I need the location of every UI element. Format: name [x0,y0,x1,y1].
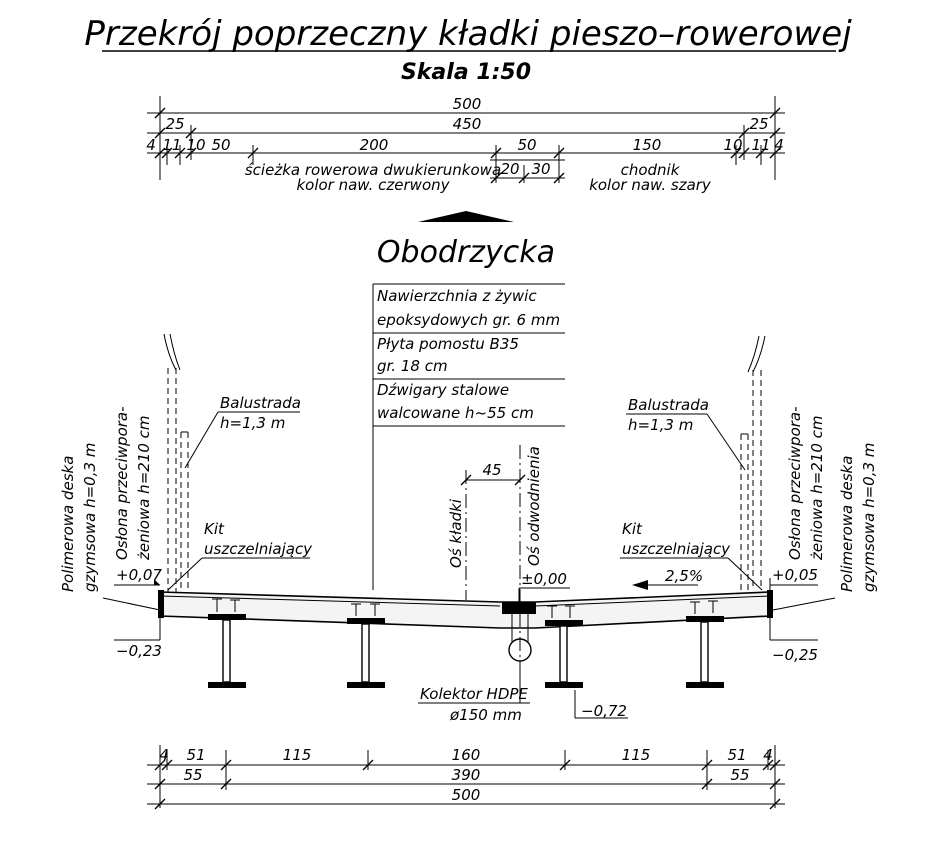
balustrade-right-height: h=1,3 m [628,416,693,434]
level-marker-right-top [769,578,818,592]
dim-top-10-right: 10 [723,136,742,154]
dim-bottom-51-left: 51 [186,746,205,764]
sealant-left-label2: uszczelniający [204,540,313,558]
dim-bottom-51-right: 51 [727,746,746,764]
street-name: Obodrzycka [377,235,555,270]
dim-top-10-left: 10 [186,136,205,154]
bike-lane-label: ścieżka rowerowa dwukierunkowa [245,161,501,179]
screen-right-label2: żeniowa h=210 cm [808,415,826,561]
dim-top-30: 30 [531,160,550,178]
dim-bottom-55-right: 55 [730,766,749,784]
dim-bottom-160: 160 [452,746,481,764]
steel-girder-1 [208,614,246,688]
dim-bottom-115-right: 115 [622,746,651,764]
dim-bottom-4-left: 4 [159,746,169,764]
sealant-left-label1: Kit [204,520,225,538]
screen-right-label1: Osłona przeciwpora- [786,406,804,560]
sealant-right-label2: uszczelniający [622,540,731,558]
sidewalk-label: chodnik [621,161,681,179]
level-right-top: +0,05 [772,566,818,584]
layer-slab-line2: gr. 18 cm [377,357,448,375]
right-railing [740,335,766,590]
screen-left-label2: żeniowa h=210 cm [135,415,153,561]
dim-bottom-4-right: 4 [763,746,773,764]
dim-top-25-left: 25 [165,115,184,133]
scale-label: Skala 1:50 [401,60,531,85]
drain-axis-label: Oś odwodnienia [525,446,543,566]
dim-top-50-left: 50 [211,136,230,154]
deck-board-right-label2: gzymsowa h=0,3 m [860,443,878,592]
edge-board-right [767,590,773,618]
steel-girder-4 [686,616,724,688]
level-left-top: +0,07 [116,566,162,584]
balustrade-left-height: h=1,3 m [220,414,285,432]
level-center: ±0,00 [521,570,567,588]
layer-girders-line2: walcowane h~55 cm [377,404,534,422]
drawing-title: Przekrój poprzeczny kładki pieszo–rowero… [84,14,852,54]
deck-board-right-label1: Polimerowa deska [838,456,856,592]
dim-top-200: 200 [360,136,389,154]
balustrade-right-label: Balustrada [628,396,709,414]
level-collector: −0,72 [581,702,627,720]
bridge-axis-label: Oś kładki [447,498,465,568]
dim-top-20: 20 [500,160,519,178]
dim-bottom-390: 390 [452,766,481,784]
dim-top-4-right: 4 [774,136,784,154]
edge-board-left [158,590,164,618]
level-marker-left-top [114,579,160,586]
deck-bolts [212,598,718,618]
left-railing [163,333,189,592]
axis-offset-value: 45 [482,461,501,479]
slope-value: 2,5% [665,567,703,585]
dim-top-25-right: 25 [749,115,768,133]
collector-label1: Kolektor HDPE [420,685,528,703]
level-left-bottom: −0,23 [116,642,162,660]
slope-arrow-icon [632,580,698,590]
level-marker-center [518,587,570,602]
balustrade-left-label: Balustrada [220,394,301,412]
layer-callout-frame [372,283,565,590]
bottom-dimension-chain [147,745,785,810]
dim-top-11-right: 11 [751,136,770,154]
dim-top-450: 450 [453,115,482,133]
screen-left-label1: Osłona przeciwpora- [113,406,131,560]
dim-top-150: 150 [633,136,662,154]
layer-slab-line1: Płyta pomostu B35 [377,335,519,353]
dim-bottom-500: 500 [452,786,481,804]
level-marker-left-bottom [114,616,161,641]
dim-top-500: 500 [453,95,482,113]
steel-girder-2 [347,618,385,688]
dim-top-50-mid: 50 [517,136,536,154]
collector-label2: ø150 mm [449,706,522,724]
layer-surface-line1: Nawierzchnia z żywic [377,287,537,305]
bike-lane-color: kolor naw. czerwony [296,176,450,194]
layer-surface-line2: epoksydowych gr. 6 mm [377,311,560,329]
layer-girders-line1: Dźwigary stalowe [377,381,509,399]
deck-board-left-label1: Polimerowa deska [59,456,77,592]
dim-bottom-115-left: 115 [283,746,312,764]
direction-arrow-icon [418,211,514,222]
steel-girder-3 [545,620,583,688]
level-marker-collector [574,690,628,719]
dim-top-4-left: 4 [146,136,156,154]
dim-top-11-left: 11 [162,136,181,154]
deck-board-left-label2: gzymsowa h=0,3 m [81,443,99,592]
drain-channel [502,602,536,614]
dim-bottom-55-left: 55 [183,766,202,784]
level-right-bottom: −0,25 [772,646,818,664]
sealant-right-label1: Kit [622,520,643,538]
level-marker-right-bottom [769,616,818,641]
top-dimension-chain [147,96,785,184]
deck-slab [158,590,773,629]
sidewalk-color: kolor naw. szary [589,176,712,194]
